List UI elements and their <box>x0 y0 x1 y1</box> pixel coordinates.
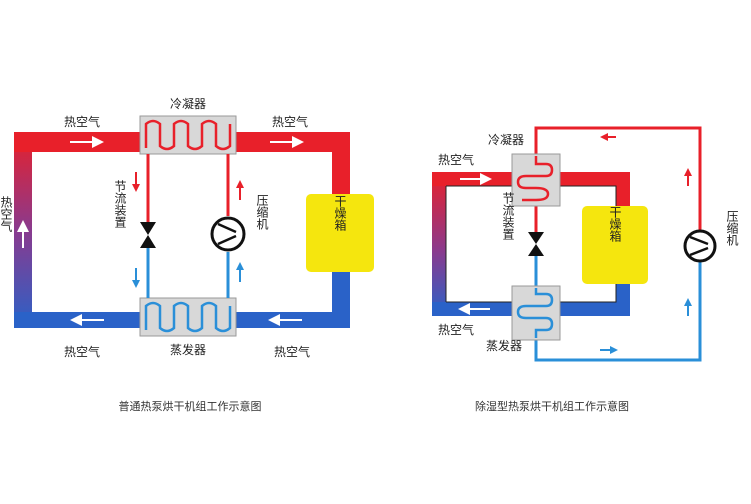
left-throttle-valve-icon <box>140 222 156 248</box>
left-evaporator-label: 蒸发器 <box>170 342 206 357</box>
right-condenser <box>511 153 561 207</box>
right-pipe-arrows <box>600 133 692 354</box>
left-condenser-label: 冷凝器 <box>170 96 206 111</box>
right-compressor-label: 压缩机 <box>725 210 739 246</box>
left-compressor-icon <box>210 216 246 252</box>
right-caption: 除湿型热泵烘干机组工作示意图 <box>475 399 629 413</box>
right-dryer-label: 干燥箱 <box>608 206 622 242</box>
left-diagram: 干燥箱 冷凝器 蒸发器 热空气 热空气 热空气 热空气 热空气 节流装置 压缩机… <box>0 96 374 413</box>
left-hot-air-bottom-right: 热空气 <box>274 344 310 359</box>
left-duct-arrows <box>17 136 304 326</box>
right-hot-air-top: 热空气 <box>438 152 474 167</box>
right-throttle-label: 节流装置 <box>501 192 515 240</box>
right-throttle-valve-icon <box>528 232 544 256</box>
left-refrigerant-pipes <box>146 154 230 298</box>
left-compressor-label: 压缩机 <box>255 194 269 230</box>
left-hot-air-bottom-left: 热空气 <box>64 344 100 359</box>
right-condenser-label: 冷凝器 <box>488 132 524 147</box>
left-caption: 普通热泵烘干机组工作示意图 <box>119 399 262 413</box>
left-hot-air-side: 热空气 <box>0 196 13 232</box>
left-hot-air-top-right: 热空气 <box>272 114 308 129</box>
left-condenser <box>139 115 237 155</box>
right-duct-inner-lines <box>445 185 617 303</box>
right-duct-arrows <box>458 173 492 315</box>
left-dryer-label: 干燥箱 <box>333 195 347 231</box>
right-dryer-box <box>582 206 648 284</box>
right-refrigerant-pipes <box>534 126 702 362</box>
right-compressor-icon <box>683 229 717 263</box>
left-evaporator <box>139 297 237 337</box>
right-hot-air-bottom: 热空气 <box>438 322 474 337</box>
left-pipe-arrows <box>132 172 244 288</box>
left-throttle-label: 节流装置 <box>113 180 127 228</box>
left-air-duct <box>14 132 350 328</box>
right-evaporator-label: 蒸发器 <box>486 338 522 353</box>
left-dryer-box <box>306 194 374 272</box>
left-hot-air-top-left: 热空气 <box>64 114 100 129</box>
right-evaporator <box>511 285 561 341</box>
right-diagram: 干燥箱 冷凝器 蒸发器 热空气 热空气 节流装置 压缩机 除湿型热泵烘干机组工作… <box>432 126 739 413</box>
